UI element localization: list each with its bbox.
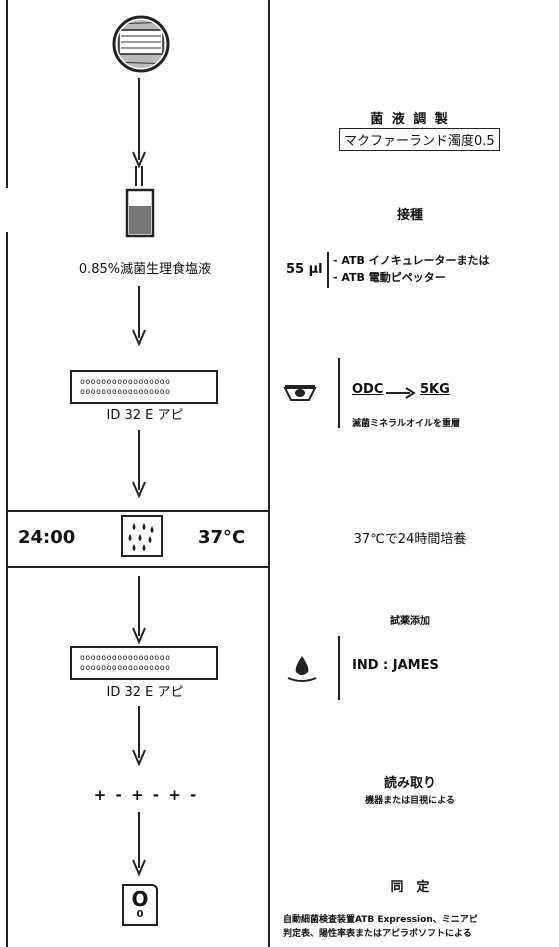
mineral-oil-note: 滅菌ミネラルオイルを重層 — [352, 416, 460, 429]
flow-arrow — [132, 286, 146, 346]
flow-arrow — [132, 430, 146, 498]
center-divider — [268, 0, 270, 947]
identification-line-2: 判定表、陽性率表またはアピラボソフトによる — [283, 926, 472, 939]
identification-line-1: 自動細菌検査装置ATB Expression、ミニアピ — [283, 912, 478, 925]
plate-label: ID 32 E アピ — [70, 404, 220, 423]
disk-number: 0 — [124, 909, 156, 921]
api-strip-plate: ooooooooooooooooo ooooooooooooooooo — [70, 646, 218, 680]
disk-letter: O — [124, 888, 156, 910]
oil-drop-icon — [283, 382, 317, 408]
incubation-temperature: 37°C — [198, 527, 245, 548]
inoculum-volume: 55 μl — [286, 262, 323, 277]
flow-arrow — [132, 812, 146, 876]
reagent-drop-icon — [286, 654, 318, 688]
identification-title: 同 定 — [310, 876, 510, 895]
software-disk-icon: O 0 — [122, 884, 158, 926]
5kg-label: 5KG — [420, 382, 450, 397]
incubation-top-line — [6, 510, 268, 512]
bracket-line — [327, 252, 329, 288]
step-separator — [338, 636, 340, 700]
incubation-bottom-line — [6, 566, 268, 568]
step-prepare-title: 菌 液 調 製 — [310, 108, 510, 127]
step-separator — [338, 358, 340, 428]
pipette-option: - ATB 電動ピペッター — [333, 269, 446, 285]
flow-arrow — [132, 78, 146, 168]
step-inoculation-title: 接種 — [310, 204, 510, 223]
incubation-time: 24:00 — [18, 527, 75, 548]
left-edge-line — [6, 0, 8, 188]
saline-label: 0.85%滅菌生理食塩液 — [50, 258, 240, 277]
reading-method: 機器または目視による — [310, 793, 510, 806]
flow-arrow — [132, 576, 146, 644]
arrow-right-icon — [386, 384, 416, 403]
incubation-instruction: 37℃で24時間培養 — [310, 528, 510, 547]
api-strip-plate: ooooooooooooooooo ooooooooooooooooo — [70, 370, 218, 404]
mcfarland-box: マクファーランド濁度0.5 — [339, 128, 500, 151]
incubator-icon — [120, 514, 164, 562]
reading-title: 読み取り — [310, 772, 510, 791]
flow-arrow — [132, 706, 146, 766]
plate-label: ID 32 E アピ — [70, 681, 220, 700]
reagent-title: 試薬添加 — [310, 612, 510, 627]
left-edge-line-lower — [6, 232, 8, 947]
sample-culture-icon — [111, 14, 171, 78]
odc-label: ODC — [352, 382, 383, 397]
result-pattern: + - + - + - — [60, 786, 230, 804]
inoculator-option: - ATB イノキュレーターまたは — [333, 252, 490, 268]
ind-james-label: IND : JAMES — [352, 658, 439, 673]
test-tube-icon — [122, 166, 158, 246]
